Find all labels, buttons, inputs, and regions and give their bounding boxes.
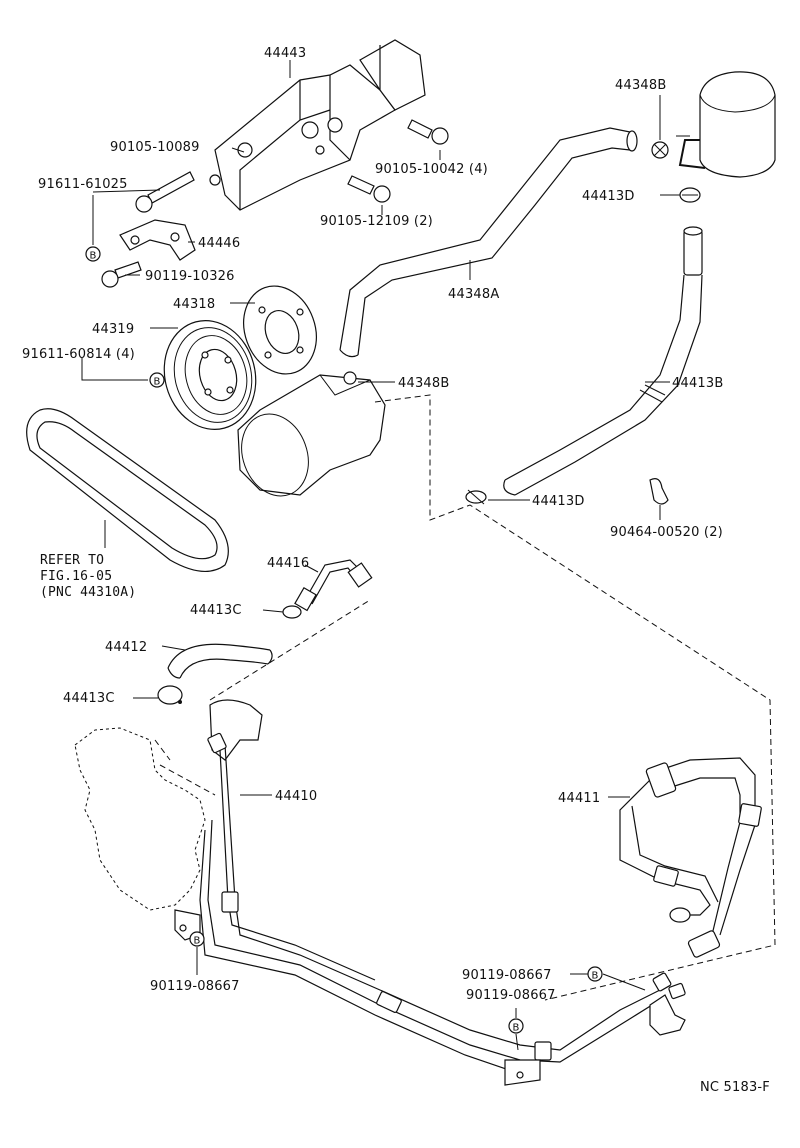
pulley-44319 <box>163 320 257 430</box>
clamp-90464-00520 <box>649 478 669 505</box>
bolt-90119-10326 <box>101 261 142 288</box>
label-44413B: 44413B <box>672 376 723 391</box>
label-44446: 44446 <box>198 236 240 251</box>
label-44410: 44410 <box>275 789 317 804</box>
label-90105-10089: 90105-10089 <box>110 140 200 155</box>
label-44348B-top: 44348B <box>615 78 666 93</box>
label-44348B-mid: 44348B <box>398 376 449 391</box>
leader-lines <box>81 60 680 1051</box>
v-belt <box>26 408 229 572</box>
clamp-44413D-top <box>679 187 701 203</box>
vane-pump <box>237 371 386 497</box>
hose-44413B <box>503 226 703 496</box>
label-90464-00520: 90464-00520 (2) <box>610 525 723 540</box>
figure-code: NC 5183-F <box>700 1080 770 1095</box>
plate-44318 <box>243 285 317 375</box>
svg-text:B: B <box>153 377 160 388</box>
reservoir-tank <box>676 71 776 178</box>
dashed-leaders <box>154 394 776 1001</box>
label-90105-10042: 90105-10042 (4) <box>375 162 488 177</box>
label-90119-10326: 90119-10326 <box>145 269 235 284</box>
clamp-44413C-a <box>282 605 302 619</box>
tube-end-fittings <box>649 972 686 1036</box>
refer-line-2: FIG.16-05 <box>40 569 112 584</box>
label-90119-08667-a: 90119-08667 <box>150 979 240 994</box>
label-44348A: 44348A <box>448 287 499 302</box>
label-44413D-mid: 44413D <box>532 494 585 509</box>
marker-b-90119-08667-c: B <box>508 1018 524 1034</box>
svg-text:B: B <box>193 936 200 947</box>
label-44413C-b: 44413C <box>63 691 115 706</box>
label-90105-12109: 90105-12109 (2) <box>320 214 433 229</box>
svg-text:B: B <box>512 1023 519 1034</box>
label-91611-61025: 91611-61025 <box>38 177 128 192</box>
label-44443: 44443 <box>264 46 306 61</box>
label-90119-08667-c: 90119-08667 <box>466 988 556 1003</box>
refer-line-3: (PNC 44310A) <box>40 585 136 600</box>
clamp-44413D-mid <box>465 489 487 505</box>
marker-b-90119-08667-b: B <box>587 966 603 982</box>
clamp-44413C-b <box>157 685 183 705</box>
label-44319: 44319 <box>92 322 134 337</box>
hose-44412 <box>167 643 273 679</box>
label-44318: 44318 <box>173 297 215 312</box>
tube-44410 <box>174 732 661 1086</box>
marker-b-91611-60814: B <box>149 372 165 388</box>
marker-b-91611-61025: B <box>85 246 101 262</box>
marker-b-90119-08667-a: B <box>189 931 205 947</box>
label-44411: 44411 <box>558 791 600 806</box>
tube-44416 <box>294 559 373 612</box>
label-90119-08667-b: 90119-08667 <box>462 968 552 983</box>
label-44413C-a: 44413C <box>190 603 242 618</box>
bolt-90105-10042 <box>407 119 449 145</box>
label-91611-60814: 91611-60814 (4) <box>22 347 135 362</box>
svg-text:B: B <box>591 971 598 982</box>
svg-text:B: B <box>89 251 96 262</box>
label-44416: 44416 <box>267 556 309 571</box>
label-44412: 44412 <box>105 640 147 655</box>
stay-44446 <box>119 219 196 261</box>
bolt-90105-12109 <box>347 175 391 203</box>
bracket-44443 <box>209 39 426 211</box>
bolt-90105-10089 <box>135 171 195 213</box>
refer-line-1: REFER TO <box>40 553 104 568</box>
clamp-44348B-top <box>651 141 669 159</box>
label-44413D-top: 44413D <box>582 189 635 204</box>
hose-44411 <box>619 757 762 958</box>
hose-44348A <box>339 127 638 358</box>
